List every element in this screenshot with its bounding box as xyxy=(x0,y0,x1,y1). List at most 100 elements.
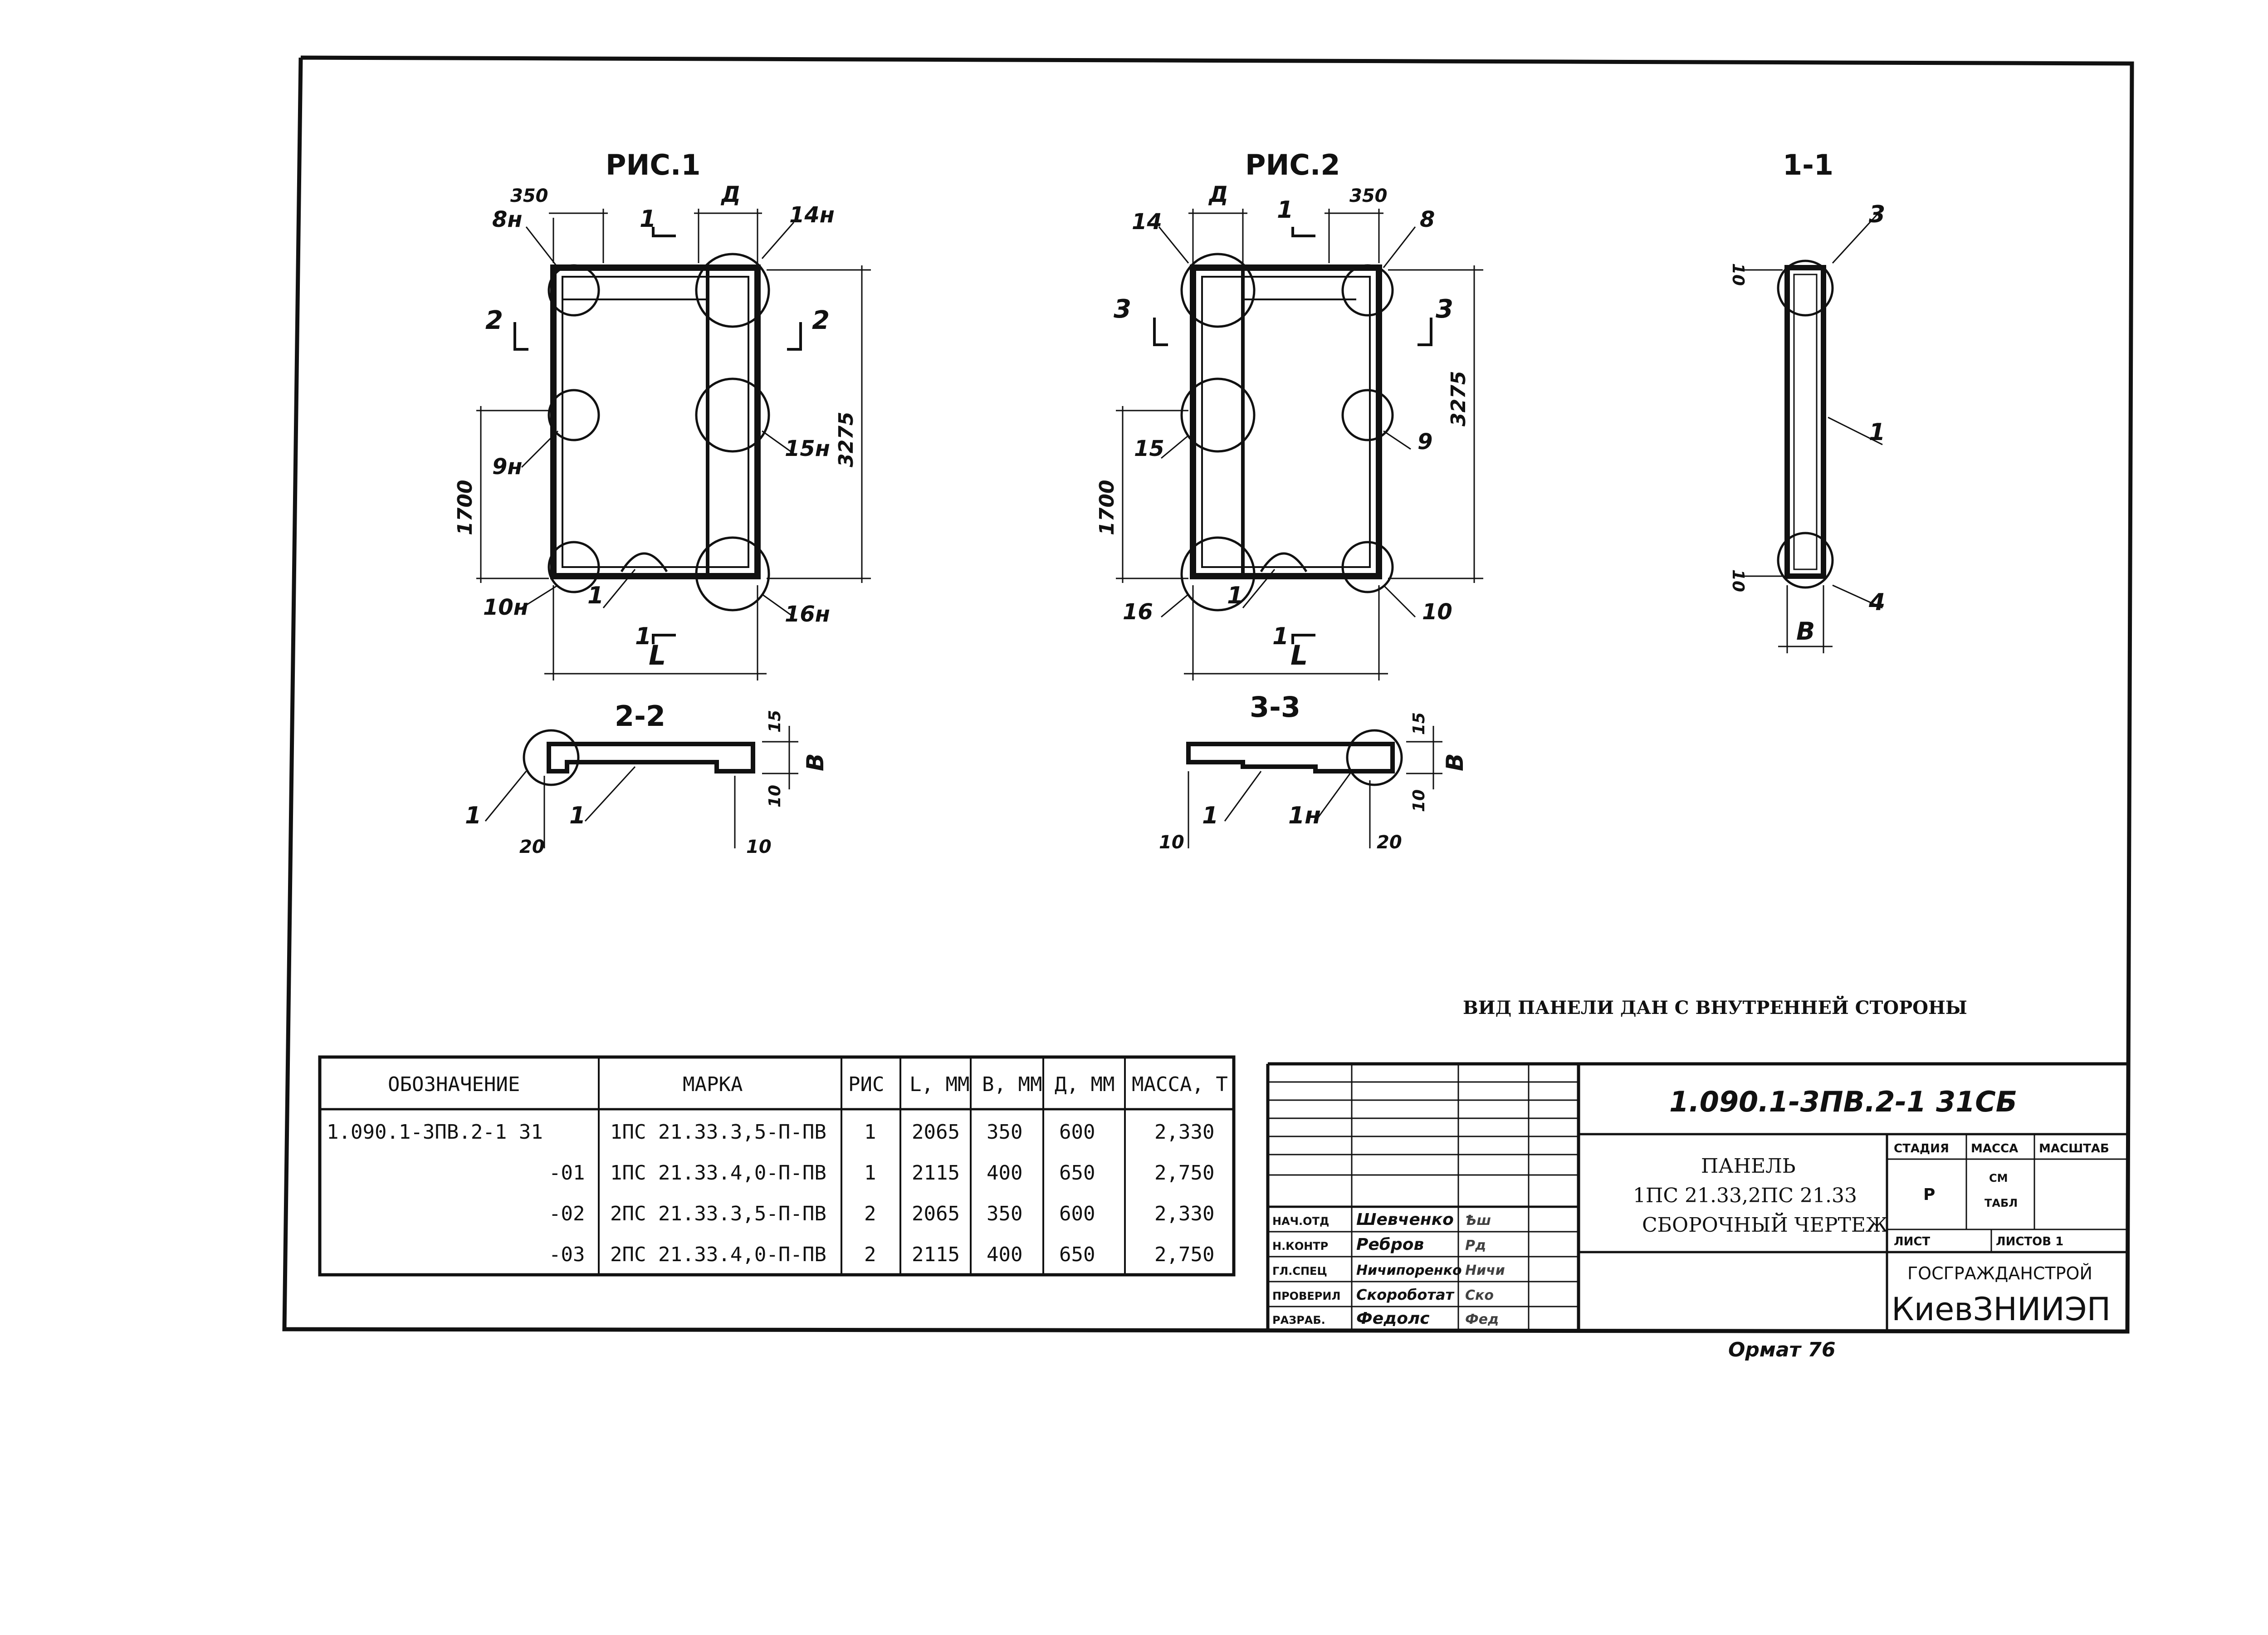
fig2-callout-14: 14 xyxy=(1132,209,1162,235)
spec-cell: 650 xyxy=(1059,1161,1095,1185)
fig2-part-1: 1 xyxy=(1227,582,1243,609)
spec-cell: 2115 xyxy=(912,1161,960,1185)
fig1-section-mark-1-top: 1 xyxy=(640,206,656,233)
sec33-dim-20: 20 xyxy=(1377,832,1402,853)
sec33-dim-10: 10 xyxy=(1410,789,1428,812)
spec-table-grid xyxy=(318,1055,1236,1277)
fig2-callout-9: 9 xyxy=(1418,429,1432,455)
spec-cell: 600 xyxy=(1059,1121,1095,1144)
spec-header-B: В, ММ xyxy=(982,1073,1042,1096)
sec33-part-1: 1 xyxy=(1202,802,1218,829)
spec-header-L: L, ММ xyxy=(909,1073,969,1096)
spec-cell: 2,750 xyxy=(1154,1243,1214,1266)
sec22-part-1b: 1 xyxy=(569,802,586,829)
person-name: Федолс xyxy=(1356,1309,1430,1328)
spec-header-designation: ОБОЗНАЧЕНИЕ xyxy=(388,1073,520,1096)
spec-cell: 1.090.1-3ПВ.2-1 31 xyxy=(327,1121,543,1144)
footer-note: Ормат 76 xyxy=(1728,1338,1836,1361)
sec11-dim-B: В xyxy=(1796,617,1815,646)
spec-cell: 350 xyxy=(987,1121,1022,1144)
title-block-grid xyxy=(1266,1062,2127,1329)
sec33-part-1n: 1н xyxy=(1288,802,1321,829)
fig2-section-mark-3-right: 3 xyxy=(1436,294,1453,324)
sec33-title: 3-3 xyxy=(1250,690,1300,724)
table-row: -01 1ПС 21.33.4,0-П-ПВ 1 2115 400 650 2,… xyxy=(549,1161,1214,1185)
document-code: 1.090.1-3ПВ.2-1 31СБ xyxy=(1669,1085,2017,1118)
figure-2 xyxy=(1116,209,1483,680)
role-label: ПРОВЕРИЛ xyxy=(1272,1290,1340,1302)
spec-cell: 650 xyxy=(1059,1243,1095,1266)
spec-cell: 350 xyxy=(987,1202,1022,1225)
fig1-callout-9: 9н xyxy=(492,454,523,480)
fig2-dim-L: L xyxy=(1290,640,1308,671)
spec-cell: 600 xyxy=(1059,1202,1095,1225)
fig2-dim-350: 350 xyxy=(1349,186,1388,206)
spec-cell: -02 xyxy=(549,1202,585,1225)
sec11-dim-10-top: 10 xyxy=(1729,263,1747,286)
fig2-section-mark-1-top: 1 xyxy=(1277,196,1293,224)
table-row: 1.090.1-3ПВ.2-1 31 1ПС 21.33.3,5-П-ПВ 1 … xyxy=(327,1121,1214,1144)
signature: Рд xyxy=(1465,1238,1486,1253)
fig1-dim-3275: 3275 xyxy=(835,412,858,467)
title-line-1: ПАНЕЛЬ xyxy=(1701,1155,1796,1178)
sec22-dim-B: В xyxy=(802,753,829,771)
role-label: ГЛ.СПЕЦ xyxy=(1272,1265,1327,1278)
sec11-part-3: 3 xyxy=(1869,201,1885,228)
stage-header: СТАДИЯ xyxy=(1894,1142,1949,1155)
title-line-2: 1ПС 21.33,2ПС 21.33 xyxy=(1633,1184,1857,1207)
fig2-dim-A: Д xyxy=(1208,182,1228,207)
signature: Ничи xyxy=(1465,1263,1505,1278)
sec22-dim-10: 10 xyxy=(766,785,784,808)
spec-cell: 2,750 xyxy=(1154,1161,1214,1185)
role-label: НАЧ.ОТД xyxy=(1272,1215,1329,1228)
sheets-label: ЛИСТОВ 1 xyxy=(1996,1235,2063,1248)
fig2-dim-3275: 3275 xyxy=(1447,371,1470,426)
sec11-title: 1-1 xyxy=(1783,148,1833,181)
sec22-dim-20: 20 xyxy=(519,837,545,857)
fig2-section-mark-3-left: 3 xyxy=(1114,294,1131,324)
table-row: -02 2ПС 21.33.3,5-П-ПВ 2 2065 350 600 2,… xyxy=(549,1202,1214,1225)
fig2-callout-15: 15 xyxy=(1134,436,1164,461)
spec-cell: 1ПС 21.33.4,0-П-ПВ xyxy=(610,1161,826,1185)
spec-header-D: Д, ММ xyxy=(1055,1073,1114,1096)
scale-header: МАСШТАБ xyxy=(2039,1142,2109,1155)
figure-1 xyxy=(476,209,871,680)
spec-cell: 2 xyxy=(864,1202,876,1225)
person-name: Ребров xyxy=(1356,1235,1424,1254)
fig1-callout-10: 10н xyxy=(483,595,528,620)
sheet-frame xyxy=(282,55,2134,1334)
fig1-callout-8: 8н xyxy=(492,207,523,232)
spec-cell: 1 xyxy=(864,1121,876,1144)
sec22-dim-10-bottom: 10 xyxy=(746,837,772,857)
spec-cell: 2065 xyxy=(912,1202,960,1225)
fig2-section-mark-1-bottom: 1 xyxy=(1272,623,1289,650)
role-label: РАЗРАБ. xyxy=(1272,1314,1325,1327)
fig1-dim-L: L xyxy=(649,640,666,671)
spec-cell: 2115 xyxy=(912,1243,960,1266)
stage-value: Р xyxy=(1923,1185,1935,1204)
spec-cell: 2 xyxy=(864,1243,876,1266)
fig1-section-mark-2-left: 2 xyxy=(485,306,503,335)
fig1-title: РИС.1 xyxy=(606,148,701,181)
spec-cell: -01 xyxy=(549,1161,585,1185)
spec-cell: 1 xyxy=(864,1161,876,1185)
role-label: Н.КОНТР xyxy=(1272,1240,1328,1253)
fig1-dim-1700: 1700 xyxy=(454,480,477,535)
fig1-part-1: 1 xyxy=(587,582,604,609)
sec33-dim-B: В xyxy=(1442,753,1469,771)
sec33-dim-10-left: 10 xyxy=(1159,832,1184,853)
sec11-part-1: 1 xyxy=(1869,419,1885,446)
fig1-callout-15: 15н xyxy=(785,436,830,461)
spec-cell: 1ПС 21.33.3,5-П-ПВ xyxy=(610,1121,826,1144)
drawing-note: ВИД ПАНЕЛИ ДАН С ВНУТРЕННЕЙ СТОРОНЫ xyxy=(1463,996,1967,1018)
fig2-title: РИС.2 xyxy=(1245,148,1340,181)
fig2-dim-1700: 1700 xyxy=(1095,480,1119,535)
spec-cell: -03 xyxy=(549,1243,585,1266)
signature: Фед xyxy=(1465,1312,1499,1327)
person-name: Скороботат xyxy=(1356,1286,1455,1303)
person-name: Ничипоренко xyxy=(1356,1263,1462,1278)
org-line-1: ГОСГРАЖДАНСТРОЙ xyxy=(1907,1263,2092,1283)
fig2-callout-16: 16 xyxy=(1123,599,1153,625)
sec33-dim-15: 15 xyxy=(1410,712,1428,735)
